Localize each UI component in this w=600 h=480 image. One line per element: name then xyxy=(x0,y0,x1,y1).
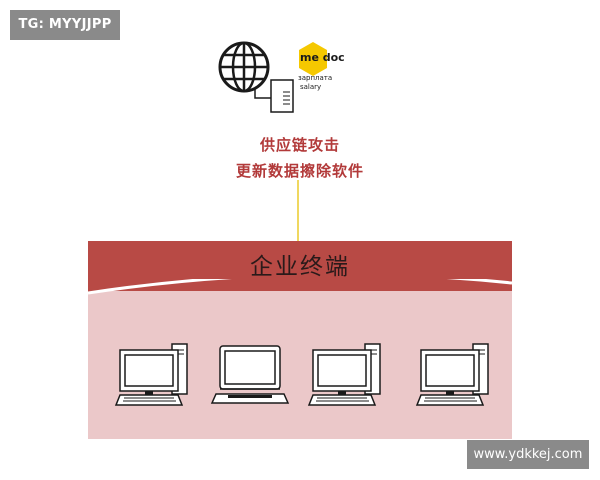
watermark-top-left: TG: MYYJJPP xyxy=(10,10,120,40)
attack-label-line2: 更新数据擦除软件 xyxy=(235,162,364,180)
desktop-computer-icon xyxy=(307,343,381,406)
server-icon xyxy=(270,79,294,113)
laptop-icon xyxy=(210,345,290,404)
globe-icon xyxy=(218,41,270,93)
top-art: me doc зарплата salary xyxy=(218,41,345,113)
svg-text:me doc: me doc xyxy=(300,51,345,64)
devices-group xyxy=(114,343,489,406)
enterprise-panel: 企业终端 xyxy=(88,241,512,439)
network-link xyxy=(254,88,271,99)
watermark-bottom-right: www.ydkkej.com xyxy=(467,440,589,469)
svg-text:salary: salary xyxy=(300,83,321,91)
header-curve xyxy=(88,279,512,295)
medoc-logo: me doc зарплата salary xyxy=(298,42,345,91)
attack-label-line1: 供应链攻击 xyxy=(259,136,340,154)
enterprise-title: 企业终端 xyxy=(250,254,350,280)
connector-line xyxy=(297,180,299,243)
svg-text:зарплата: зарплата xyxy=(298,74,332,82)
desktop-computer-icon xyxy=(114,343,188,406)
desktop-computer-icon xyxy=(415,343,489,406)
